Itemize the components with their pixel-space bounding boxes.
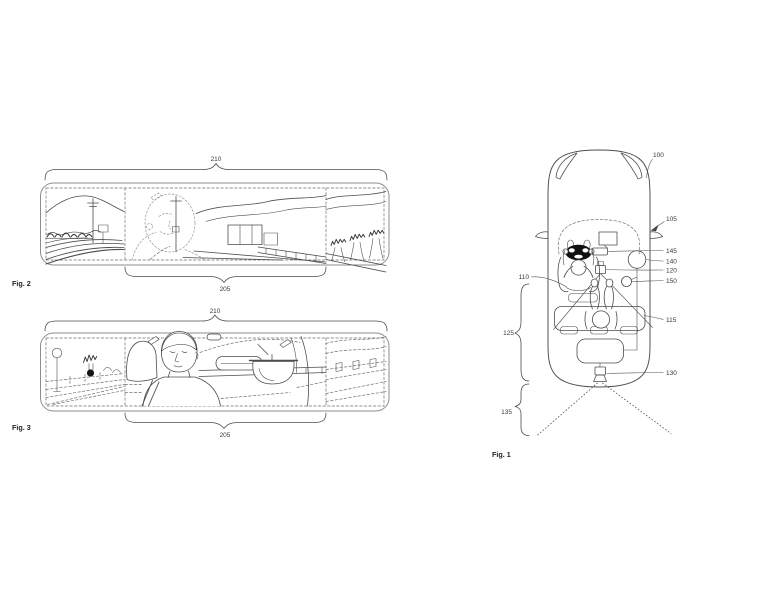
fig1-ref-150: 150 bbox=[666, 278, 677, 285]
fig3-driver-torso bbox=[142, 376, 221, 407]
fig2-ref-210: 210 bbox=[211, 156, 222, 163]
fig1-ref-130: 130 bbox=[666, 370, 677, 377]
fig1-ref-115: 115 bbox=[666, 317, 677, 324]
fig1-round-component bbox=[627, 250, 647, 269]
fig1-driver-head bbox=[570, 259, 587, 276]
fig3-driver-hair bbox=[161, 332, 197, 352]
figure-3-panorama: 210 bbox=[12, 308, 390, 439]
fig1-dashboard-module bbox=[598, 231, 618, 246]
fig1-rear-seat bbox=[554, 278, 646, 335]
fig3-brace-bottom bbox=[124, 412, 327, 429]
fig3-ref-205: 205 bbox=[220, 432, 231, 439]
fig1-windshield-corner-right bbox=[620, 152, 643, 180]
fig1-rear-camera-fov bbox=[535, 382, 672, 437]
fig1-small-sensor bbox=[621, 276, 632, 287]
fig1-passenger-head bbox=[592, 310, 611, 329]
fig1-ref-125: 125 bbox=[503, 330, 514, 337]
fig3-ref-210: 210 bbox=[210, 308, 221, 315]
fig3-outer-frame bbox=[40, 332, 390, 412]
fig1-rear-camera bbox=[535, 366, 672, 437]
fig2-bush-icon bbox=[349, 233, 366, 241]
fig1-ref-140: 140 bbox=[666, 259, 677, 266]
fig1-brace-135 bbox=[514, 383, 530, 436]
fig1-car-outline bbox=[547, 149, 651, 388]
fig1-interior-camera-icon bbox=[595, 265, 606, 274]
fig2-section-dividers bbox=[124, 187, 327, 261]
fig1-caption: Fig. 1 bbox=[492, 450, 511, 459]
figure-1-vehicle-top-view: 100 105 145 140 120 150 115 130 110 125 … bbox=[492, 149, 677, 459]
figure-2-panorama: 210 bbox=[12, 156, 390, 293]
fig1-ref-100: 100 bbox=[653, 152, 664, 159]
fig1-side-mirror-right bbox=[649, 231, 663, 239]
fig2-right-scene bbox=[325, 191, 387, 273]
fig2-center-scene bbox=[131, 192, 327, 264]
fig2-brace-top bbox=[44, 163, 388, 181]
fig1-ref-110: 110 bbox=[519, 274, 530, 281]
fig2-caption: Fig. 2 bbox=[12, 279, 31, 288]
fig2-bush-icon bbox=[368, 229, 385, 237]
fig1-trunk-module bbox=[576, 338, 624, 364]
fig2-bush-icon bbox=[330, 238, 347, 246]
fig3-background-scene bbox=[45, 336, 387, 405]
fig1-console-module bbox=[591, 247, 608, 256]
fig2-image-bounds bbox=[45, 187, 385, 261]
fig3-brace-top bbox=[44, 314, 388, 332]
fig3-driver-portrait bbox=[141, 331, 221, 407]
fig3-caption: Fig. 3 bbox=[12, 423, 31, 432]
fig3-driver-headrest bbox=[126, 340, 158, 382]
fig2-ref-205: 205 bbox=[220, 286, 231, 293]
fig1-driver-figure bbox=[562, 244, 595, 291]
fig2-outer-frame bbox=[40, 182, 390, 266]
fig1-windshield-corner-left bbox=[555, 152, 578, 180]
fig3-seatbelt bbox=[141, 380, 160, 407]
fig3-dome-light bbox=[206, 333, 222, 341]
fig3-bush-icon bbox=[83, 354, 98, 363]
fig2-brace-bottom bbox=[124, 266, 327, 283]
fig1-ref-105: 105 bbox=[666, 216, 677, 223]
fig3-car-interior bbox=[126, 333, 327, 407]
fig1-ref-135: 135 bbox=[501, 409, 512, 416]
fig2-ghost-driver-face bbox=[144, 193, 196, 253]
fig3-a-pillar bbox=[300, 336, 310, 407]
fig3-section-dividers bbox=[124, 337, 327, 407]
fig1-ref-145: 145 bbox=[666, 248, 677, 255]
fig3-driver-head bbox=[161, 331, 198, 373]
fig1-arrowhead-105 bbox=[650, 225, 659, 232]
fig2-left-scene bbox=[45, 195, 125, 265]
fig1-passenger-legs bbox=[589, 284, 600, 310]
fig1-ref-120: 120 bbox=[666, 268, 677, 275]
fig1-side-mirror-left bbox=[535, 231, 549, 239]
fig3-side-mirror bbox=[252, 361, 295, 385]
fig1-brace-125 bbox=[514, 283, 530, 382]
